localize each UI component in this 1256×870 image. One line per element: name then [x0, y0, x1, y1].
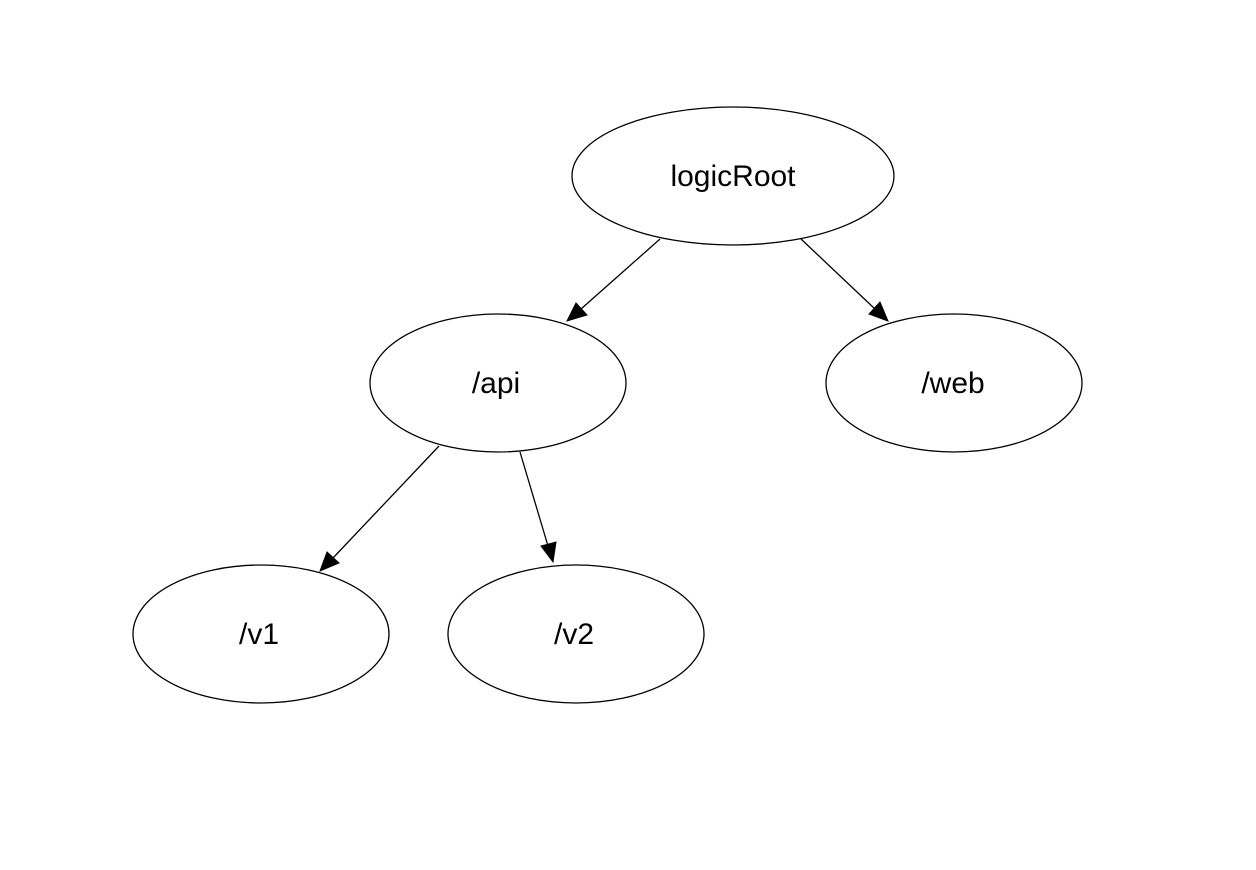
arrowhead-icon — [540, 541, 557, 564]
node-v2: /v2 — [447, 564, 705, 704]
edge-logicroot-web — [800, 238, 889, 322]
arrowhead-icon — [868, 301, 889, 322]
node-ellipse — [571, 106, 895, 246]
node-v1: /v1 — [132, 564, 390, 704]
edge-api-v1 — [319, 445, 440, 572]
node-label: /v2 — [554, 618, 594, 651]
edge-logicroot-api — [566, 238, 661, 322]
arrowhead-icon — [319, 551, 340, 572]
node-ellipse — [825, 313, 1083, 453]
node-ellipse — [369, 313, 627, 453]
edge-api-v2 — [519, 451, 557, 564]
node-label: /v1 — [239, 618, 279, 651]
node-ellipse — [447, 564, 705, 704]
node-ellipse — [132, 564, 390, 704]
node-label: /web — [921, 367, 984, 400]
node-label: /api — [472, 367, 520, 400]
node-api: /api — [369, 313, 627, 453]
arrowhead-icon — [566, 302, 588, 322]
node-label: logicRoot — [670, 160, 796, 193]
node-logicroot: logicRoot — [571, 106, 895, 246]
node-web: /web — [825, 313, 1083, 453]
